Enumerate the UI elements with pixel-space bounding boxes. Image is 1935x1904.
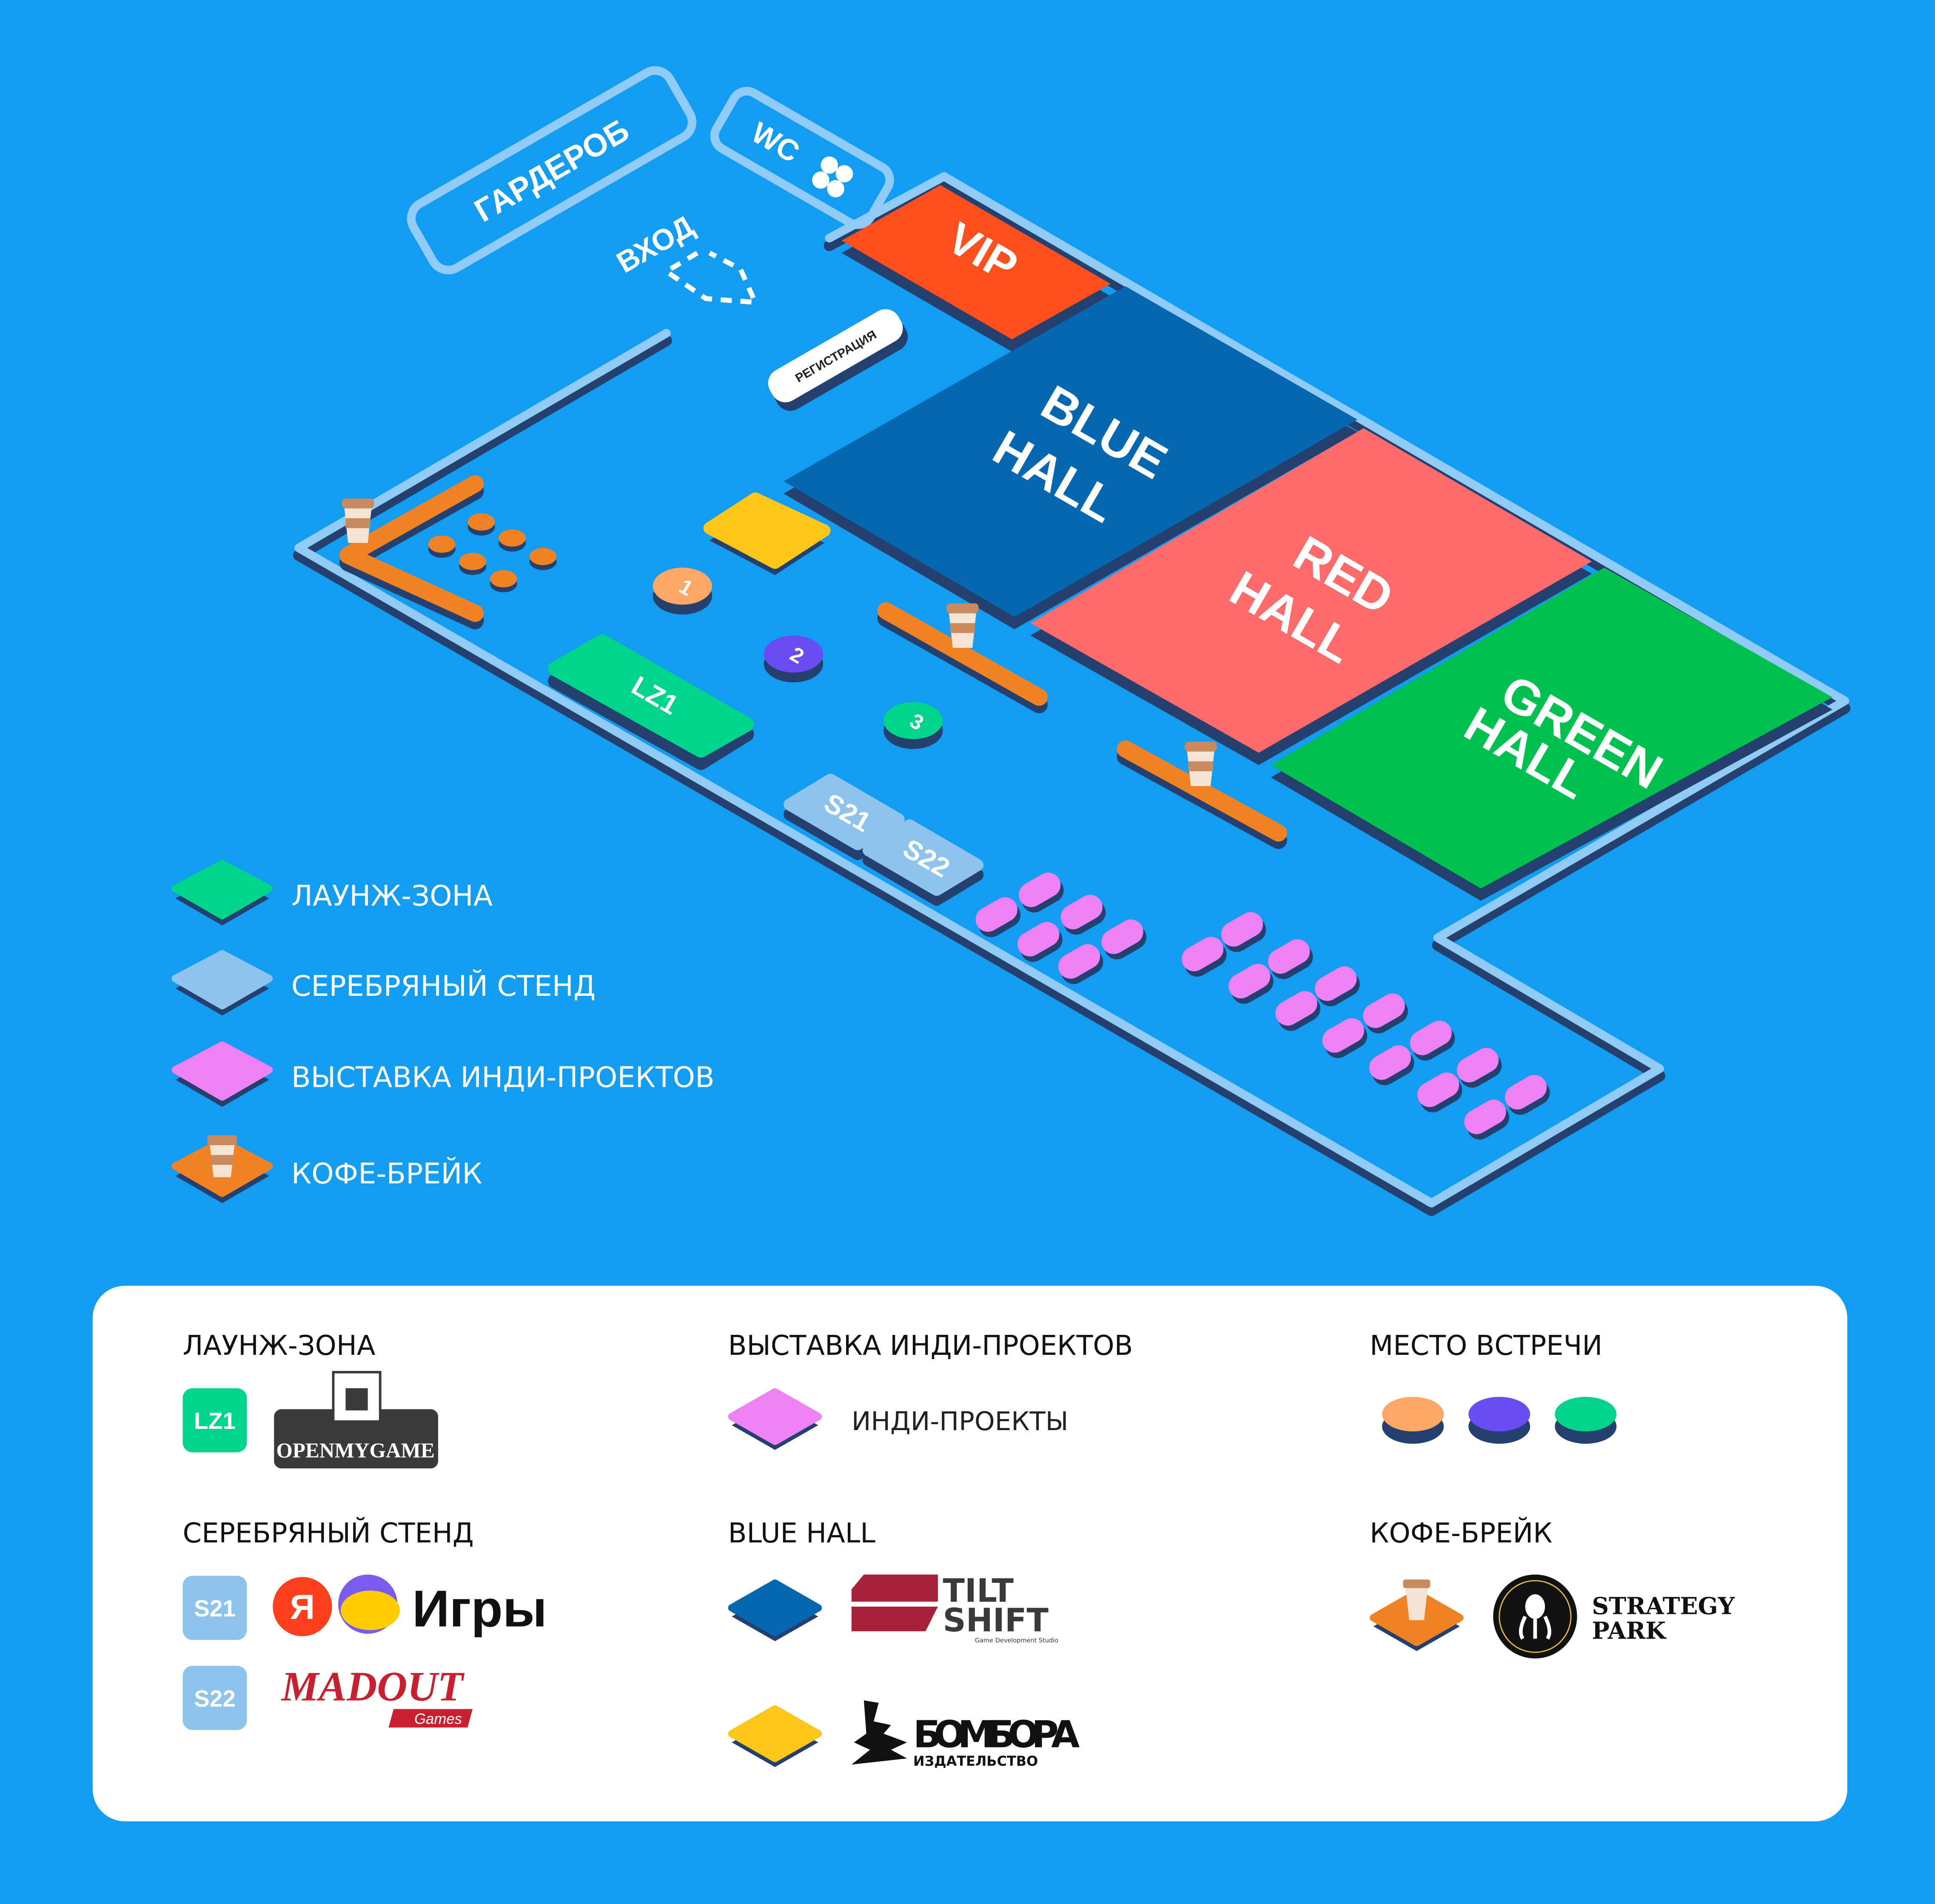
lounge-seat [459, 553, 487, 575]
lounge-seat [467, 513, 495, 536]
indie-stand[interactable] [1365, 1041, 1419, 1090]
indie-stand[interactable] [1311, 962, 1365, 1011]
legend-indie: ВЫСТАВКА ИНДИ-ПРОЕКТОВ [171, 1041, 715, 1107]
bombora-text: БОМБОРА [913, 1713, 1080, 1756]
s22-stand[interactable]: S22 [862, 819, 984, 906]
indie-stand[interactable] [1500, 1070, 1554, 1119]
coffee-bar-2 [877, 602, 1048, 706]
legend-lounge-label: ЛАУНЖ-ЗОНА [291, 879, 493, 912]
indie-stand[interactable] [1263, 935, 1317, 983]
indie-stand[interactable] [971, 893, 1025, 942]
indie-diamond [728, 1388, 822, 1450]
indie-stand[interactable] [1413, 1068, 1467, 1117]
strategy-text: STRATEGY [1592, 1592, 1735, 1619]
meeting-point-3[interactable]: 3 [883, 702, 943, 749]
madout-text: MADOUT [281, 1663, 465, 1710]
indie-stand[interactable] [1014, 868, 1068, 917]
hall-blue[interactable]: BLUE HALL [784, 286, 1358, 630]
tiltshift-logo: TILT SHIFT Game Development Studio [851, 1572, 1058, 1644]
yandex-games-text: Игры [412, 1579, 547, 1637]
indie-stand[interactable] [1318, 1014, 1372, 1063]
indie-stands [971, 868, 1554, 1144]
openmygame-logo: OPENMYGAME [274, 1371, 439, 1469]
legend-silver: СЕРЕБРЯНЫЙ СТЕНД [171, 950, 596, 1016]
s22-badge-label: S22 [194, 1685, 236, 1712]
lz1-stand[interactable]: LZ1 [548, 634, 754, 770]
tiltshift-line2: SHIFT [943, 1602, 1049, 1639]
indie-stand[interactable] [1097, 915, 1151, 964]
coffee-bar-1 [339, 475, 484, 622]
coffee-bar-3 [1117, 740, 1287, 842]
yandex-letter: Я [290, 1588, 315, 1627]
indie-item-label: ИНДИ-ПРОЕКТЫ [852, 1406, 1069, 1437]
coffee-bars [339, 475, 1287, 849]
indie-stand[interactable] [1271, 986, 1325, 1035]
coffee-cup-icon [1185, 741, 1217, 786]
bombora-logo: БОМБОРА ИЗДАТЕЛЬСТВО [851, 1700, 1080, 1769]
s21-stand[interactable]: S21 [784, 773, 905, 860]
indie-stand[interactable] [1224, 959, 1278, 1008]
lounge-title: ЛАУНЖ-ЗОНА [183, 1330, 376, 1362]
coffee-cup-icon [946, 603, 979, 648]
entrance-arrow-icon [661, 251, 759, 305]
indie-stand[interactable] [1056, 890, 1110, 939]
legend-lounge: ЛАУНЖ-ЗОНА [171, 860, 493, 926]
coffee-cups [342, 498, 1217, 786]
coffee-cup-icon [342, 498, 374, 543]
indie-stand[interactable] [1452, 1043, 1506, 1092]
blue-hall-title: BLUE HALL [728, 1518, 876, 1549]
tiltshift-sub: Game Development Studio [975, 1637, 1058, 1644]
lounge-seat [428, 535, 456, 558]
indie-stand[interactable] [1054, 940, 1108, 989]
octopus-icon [1525, 1594, 1545, 1619]
meeting-point-1[interactable]: 1 [653, 567, 712, 615]
silver-title: СЕРЕБРЯНЫЙ СТЕНД [183, 1517, 474, 1549]
indie-stand[interactable] [1359, 989, 1413, 1038]
s21-badge-label: S21 [194, 1595, 236, 1622]
floor-outline [293, 172, 1851, 1216]
lounge-seat [490, 570, 517, 593]
hall-vip[interactable]: VIP [841, 185, 1111, 352]
gamepad-icon [340, 1590, 400, 1630]
lz1-badge-label: LZ1 [194, 1408, 236, 1434]
bombora-sub: ИЗДАТЕЛЬСТВО [913, 1753, 1038, 1769]
people-icon [812, 156, 853, 197]
map-legend: ЛАУНЖ-ЗОНА СЕРЕБРЯНЫЙ СТЕНД ВЫСТАВКА ИНД… [171, 860, 715, 1203]
coffee-diamond [1370, 1579, 1464, 1651]
indie-title: ВЫСТАВКА ИНДИ-ПРОЕКТОВ [728, 1330, 1133, 1362]
meeting-title: МЕСТО ВСТРЕЧИ [1370, 1330, 1602, 1362]
indie-stand[interactable] [1405, 1016, 1459, 1065]
lz1-badge: LZ1 [182, 1388, 247, 1453]
tiltshift-line1: TILT [943, 1572, 1014, 1609]
legend-silver-label: СЕРЕБРЯНЫЙ СТЕНД [291, 969, 596, 1003]
strategy-park-logo: STRATEGY PARK [1493, 1574, 1735, 1659]
indie-stand[interactable] [1177, 932, 1231, 981]
coffee-title: КОФЕ-БРЕЙК [1370, 1517, 1552, 1549]
madout-sub: Games [414, 1710, 462, 1727]
hall-red[interactable]: RED HALL [1030, 428, 1592, 765]
yellow-diamond [728, 1705, 822, 1767]
lounge-seat [529, 547, 557, 570]
coffee-cup-icon [207, 1135, 237, 1177]
hall-green[interactable]: GREEN HALL [1271, 567, 1832, 901]
legend-indie-label: ВЫСТАВКА ИНДИ-ПРОЕКТОВ [291, 1061, 715, 1094]
yellow-stand[interactable] [703, 492, 831, 575]
s22-badge: S22 [182, 1666, 247, 1730]
meeting-point-2[interactable]: 2 [764, 635, 824, 683]
park-text: PARK [1592, 1616, 1667, 1644]
surfer-icon [851, 1700, 907, 1765]
indie-stand[interactable] [1460, 1095, 1514, 1144]
openmygame-text: OPENMYGAME [276, 1439, 434, 1462]
meeting-circles [1382, 1397, 1617, 1444]
madout-logo: MADOUT Games [281, 1663, 473, 1728]
legend-coffee: КОФЕ-БРЕЙК [171, 1135, 482, 1203]
lounge-seat [499, 529, 526, 552]
indie-stand[interactable] [1217, 907, 1271, 956]
yandex-games-logo: Я Игры [273, 1574, 547, 1637]
sponsors-card: ЛАУНЖ-ЗОНА LZ1 OPENMYGAME СЕРЕБРЯНЫЙ СТЕ… [92, 1285, 1847, 1821]
legend-coffee-label: КОФЕ-БРЕЙК [291, 1157, 482, 1190]
lounge-seats [428, 513, 557, 593]
indie-stand[interactable] [1013, 918, 1067, 966]
s21-badge: S21 [182, 1576, 247, 1640]
